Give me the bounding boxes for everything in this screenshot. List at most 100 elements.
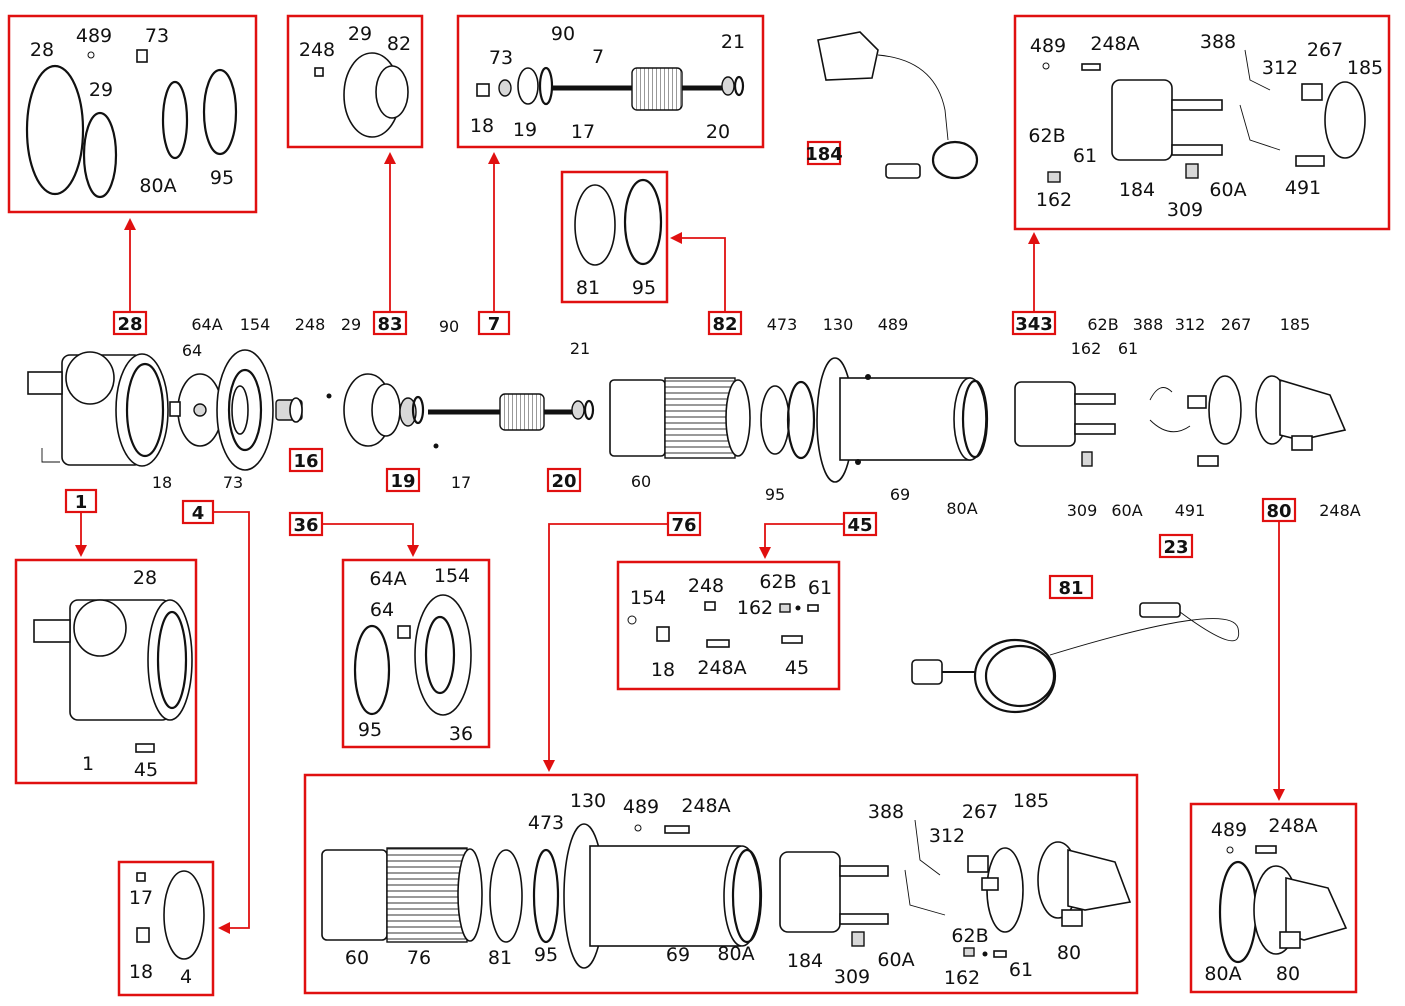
svg-text:62B: 62B [951,925,988,947]
svg-text:80A: 80A [139,175,176,197]
svg-text:489: 489 [623,796,659,818]
svg-text:473: 473 [528,812,564,834]
svg-text:36: 36 [449,723,473,745]
svg-text:309: 309 [1067,501,1098,520]
svg-text:28: 28 [30,39,54,61]
svg-text:81: 81 [488,947,512,969]
svg-text:184: 184 [787,950,823,972]
svg-text:28: 28 [133,567,157,589]
svg-text:4: 4 [192,503,205,524]
svg-text:248: 248 [299,39,335,61]
shaft-seal [275,397,303,423]
svg-text:185: 185 [1347,57,1383,79]
svg-text:69: 69 [890,485,910,504]
svg-text:45: 45 [847,515,872,536]
svg-text:29: 29 [89,79,113,101]
callout-7: 7 [477,310,511,336]
panel-drawings [25,49,1366,969]
impeller [169,373,223,447]
svg-text:309: 309 [1167,199,1203,221]
bearing [399,397,417,427]
control-board [1149,375,1242,467]
detail-panel-4 [117,860,215,997]
svg-text:19: 19 [513,119,537,141]
svg-text:61: 61 [1009,959,1033,981]
svg-text:60A: 60A [1209,179,1246,201]
motor-housing [816,357,989,483]
svg-text:62B: 62B [1028,125,1065,147]
svg-text:248A: 248A [681,795,730,817]
svg-text:162: 162 [737,597,773,619]
callout-81: 82 [707,310,743,336]
svg-text:20: 20 [551,471,576,492]
callout-80: 80 [1261,497,1297,523]
svg-text:154: 154 [434,565,470,587]
svg-text:90: 90 [551,23,575,45]
callout-82: 83 [372,310,408,336]
svg-text:267: 267 [1307,39,1343,61]
svg-text:248A: 248A [697,657,746,679]
svg-text:130: 130 [823,315,854,334]
rotor-shaft [428,393,595,449]
svg-text:312: 312 [1262,57,1298,79]
float-switch [817,31,979,180]
svg-text:76: 76 [671,515,696,536]
stator-cap [1014,381,1116,467]
svg-text:20: 20 [706,121,730,143]
svg-text:45: 45 [134,759,158,781]
circlip [411,395,425,425]
svg-text:388: 388 [868,801,904,823]
callout-1: 1 [64,488,98,514]
svg-text:162: 162 [944,967,980,989]
svg-text:248: 248 [688,575,724,597]
detail-panel-76 [303,773,1139,995]
svg-text:76: 76 [407,947,431,969]
svg-text:61: 61 [1118,339,1138,358]
pump-flange [216,349,274,471]
svg-text:69: 69 [666,944,690,966]
svg-text:95: 95 [632,277,656,299]
svg-text:64A: 64A [191,315,222,334]
svg-text:4: 4 [180,966,192,988]
svg-text:18: 18 [651,659,675,681]
svg-text:248A: 248A [1090,33,1139,55]
svg-text:95: 95 [534,944,558,966]
svg-text:489: 489 [76,25,112,47]
bearing-cover [326,373,401,447]
svg-text:28: 28 [117,314,142,335]
svg-text:1: 1 [82,753,94,775]
svg-text:154: 154 [240,315,271,334]
svg-text:16: 16 [293,451,318,472]
svg-text:312: 312 [1175,315,1206,334]
svg-text:130: 130 [570,790,606,812]
svg-text:21: 21 [570,339,590,358]
svg-text:29: 29 [348,23,372,45]
svg-text:80: 80 [1276,963,1300,985]
svg-text:60A: 60A [1111,501,1142,520]
svg-text:489: 489 [1030,35,1066,57]
detail-panel-184 [1013,14,1391,231]
svg-text:80A: 80A [946,499,977,518]
svg-text:185: 185 [1280,315,1311,334]
svg-text:80A: 80A [717,943,754,965]
svg-text:343: 343 [1015,314,1053,335]
svg-text:7: 7 [488,314,501,335]
svg-text:248A: 248A [1319,501,1361,520]
detail-panel-80 [1189,802,1358,994]
svg-text:90: 90 [439,317,459,336]
svg-text:17: 17 [129,887,153,909]
panel-part-labels: 28 489 73 29 80A 95 248 29 82 90 7 21 73… [30,23,1383,989]
callout-20: 20 [546,467,582,493]
svg-text:248A: 248A [1268,815,1317,837]
svg-text:80A: 80A [1204,963,1241,985]
svg-text:162: 162 [1036,189,1072,211]
svg-text:21: 21 [721,31,745,53]
svg-text:60A: 60A [877,949,914,971]
svg-text:1: 1 [75,492,88,513]
callout-19: 19 [385,467,421,493]
svg-text:62B: 62B [1087,315,1118,334]
pump-housing [27,351,169,467]
svg-text:491: 491 [1285,177,1321,199]
svg-text:267: 267 [962,801,998,823]
